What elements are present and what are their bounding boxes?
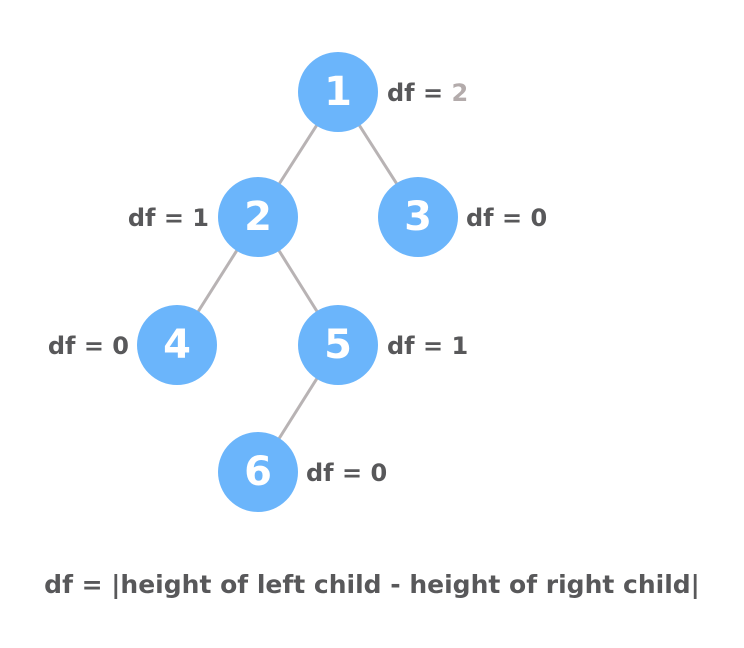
node-label: 4	[163, 322, 191, 368]
balance-factor-node-6: df = 0	[306, 461, 387, 485]
df-prefix: df =	[127, 204, 193, 232]
df-value: 1	[192, 204, 209, 232]
df-value: 0	[530, 204, 548, 232]
balance-factor-node-1: df = 2	[387, 81, 468, 105]
df-value: 0	[370, 459, 388, 487]
df-value: 1	[451, 332, 469, 360]
df-prefix: df =	[466, 204, 531, 232]
tree-node-3: 3	[378, 177, 458, 257]
tree-node-5: 5	[298, 305, 378, 385]
df-value: 2	[451, 79, 469, 107]
balance-factor-formula: df = |height of left child - height of r…	[44, 570, 700, 599]
balance-factor-node-4: df = 0	[48, 334, 129, 358]
df-value: 0	[112, 332, 129, 360]
balance-factor-node-3: df = 0	[466, 206, 547, 230]
node-label: 6	[244, 449, 272, 495]
node-label: 5	[324, 322, 352, 368]
df-prefix: df =	[47, 332, 113, 360]
node-label: 2	[244, 194, 272, 240]
balance-factor-node-5: df = 1	[387, 334, 468, 358]
node-label: 3	[404, 194, 432, 240]
df-prefix: df =	[387, 332, 452, 360]
df-prefix: df =	[387, 79, 452, 107]
df-prefix: df =	[306, 459, 371, 487]
tree-node-2: 2	[218, 177, 298, 257]
tree-node-6: 6	[218, 432, 298, 512]
balance-factor-node-2: df = 1	[128, 206, 209, 230]
node-label: 1	[324, 69, 352, 115]
tree-node-4: 4	[137, 305, 217, 385]
tree-node-1: 1	[298, 52, 378, 132]
